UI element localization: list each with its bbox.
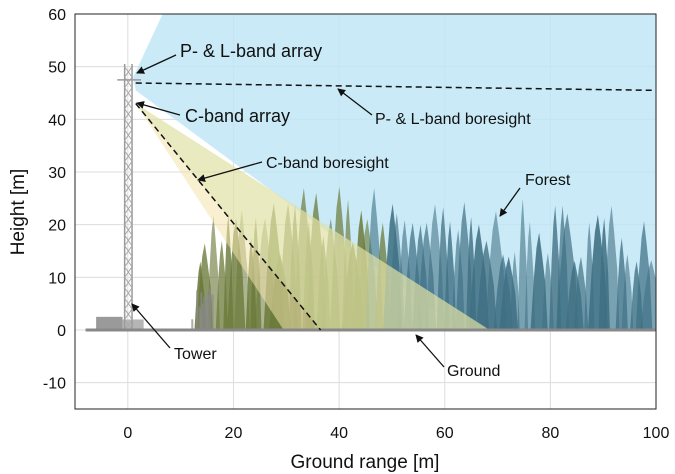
y-tick-label: 10 [48,270,66,287]
pl-array-arrow [136,54,177,74]
tower-brace [124,298,133,310]
understory-mark [205,299,208,330]
y-tick-labels: -10 0 10 20 30 40 50 60 [43,7,66,393]
c-band-beam [135,103,490,331]
understory-mark [207,295,210,330]
tree-mark [509,251,520,330]
tower-brace [124,129,133,141]
tower-brace [124,76,133,89]
tower-base-building [96,316,123,330]
axes-frame [74,13,657,410]
tree-mark [640,260,656,330]
tower-brace [124,245,133,257]
c-boresight-arrow [197,161,263,182]
tower-brace [124,255,133,268]
tower-brace [124,97,133,110]
pl-array-label: P- & L-band array [180,41,322,61]
pl-boresight-arrow [337,88,373,116]
understory-mark [209,288,212,330]
x-tick-labels: 0 20 40 60 80 100 [123,425,669,442]
x-tick-label: 20 [225,425,243,442]
y-tick-label: 40 [48,112,66,129]
tower-brace [124,119,133,131]
c-array-arrow [136,101,181,116]
understory-mark [211,294,214,330]
pl-band-boresight-line [135,82,656,92]
ground-label: Ground [447,363,500,380]
y-axis-label: Height [m] [8,169,29,256]
understory-mark [196,290,199,330]
ground-arrow [415,334,445,368]
forest-arrow [499,187,521,217]
tower-brace [124,66,133,78]
y-tick-label: 0 [57,323,66,340]
understory-mark [200,292,203,330]
y-tick-label: -10 [43,376,66,393]
tree-mark [517,198,529,330]
tower-base-shed [122,319,144,330]
understory-mark [201,303,204,330]
x-axis-label: Ground range [m] [291,452,440,473]
y-tick-label: 20 [48,218,66,235]
understory-mark [198,306,201,330]
tower-brace [124,308,133,320]
x-tick-label: 40 [330,425,348,442]
y-tick-label: 60 [48,7,66,24]
tower-brace [124,171,133,183]
understory-mark [203,296,206,330]
c-band-beam-overlap [135,103,490,331]
tower-brace [124,234,133,247]
understory-mark [191,319,194,330]
tower-brace [124,161,133,173]
tower-brace [124,319,133,331]
tower-brace [124,277,133,289]
tower-label: Tower [174,346,217,363]
tower-brace [124,287,133,299]
tower-arrow [131,303,171,349]
y-tick-label: 30 [48,165,66,182]
tree-mark [603,205,620,330]
tower-brace [124,150,133,162]
forest-label: Forest [525,172,571,189]
tower-brace [124,182,133,194]
y-tick-label: 50 [48,60,66,77]
x-tick-label: 80 [541,425,559,442]
pl-boresight-label: P- & L-band boresight [375,111,531,128]
tree-mark [573,256,589,330]
tree-mark [621,254,634,330]
c-band-boresight-line [135,103,322,331]
tower-brace [124,87,133,99]
tower-brace [124,140,133,152]
annotation-arrows [131,54,521,368]
tower-brace [124,203,133,215]
x-tick-label: 60 [436,425,454,442]
tower-brace [124,213,133,225]
tower-brace [124,224,133,236]
tower-structure [96,64,144,331]
c-array-label: C-band array [185,106,290,126]
tower-brace [124,266,133,278]
x-tick-label: 0 [123,425,132,442]
tower-brace [124,192,133,204]
understory-mark [206,291,209,330]
tower-brace [124,108,133,120]
tree-mark [233,209,250,330]
x-tick-label: 100 [643,425,670,442]
c-boresight-label: C-band boresight [266,155,389,172]
